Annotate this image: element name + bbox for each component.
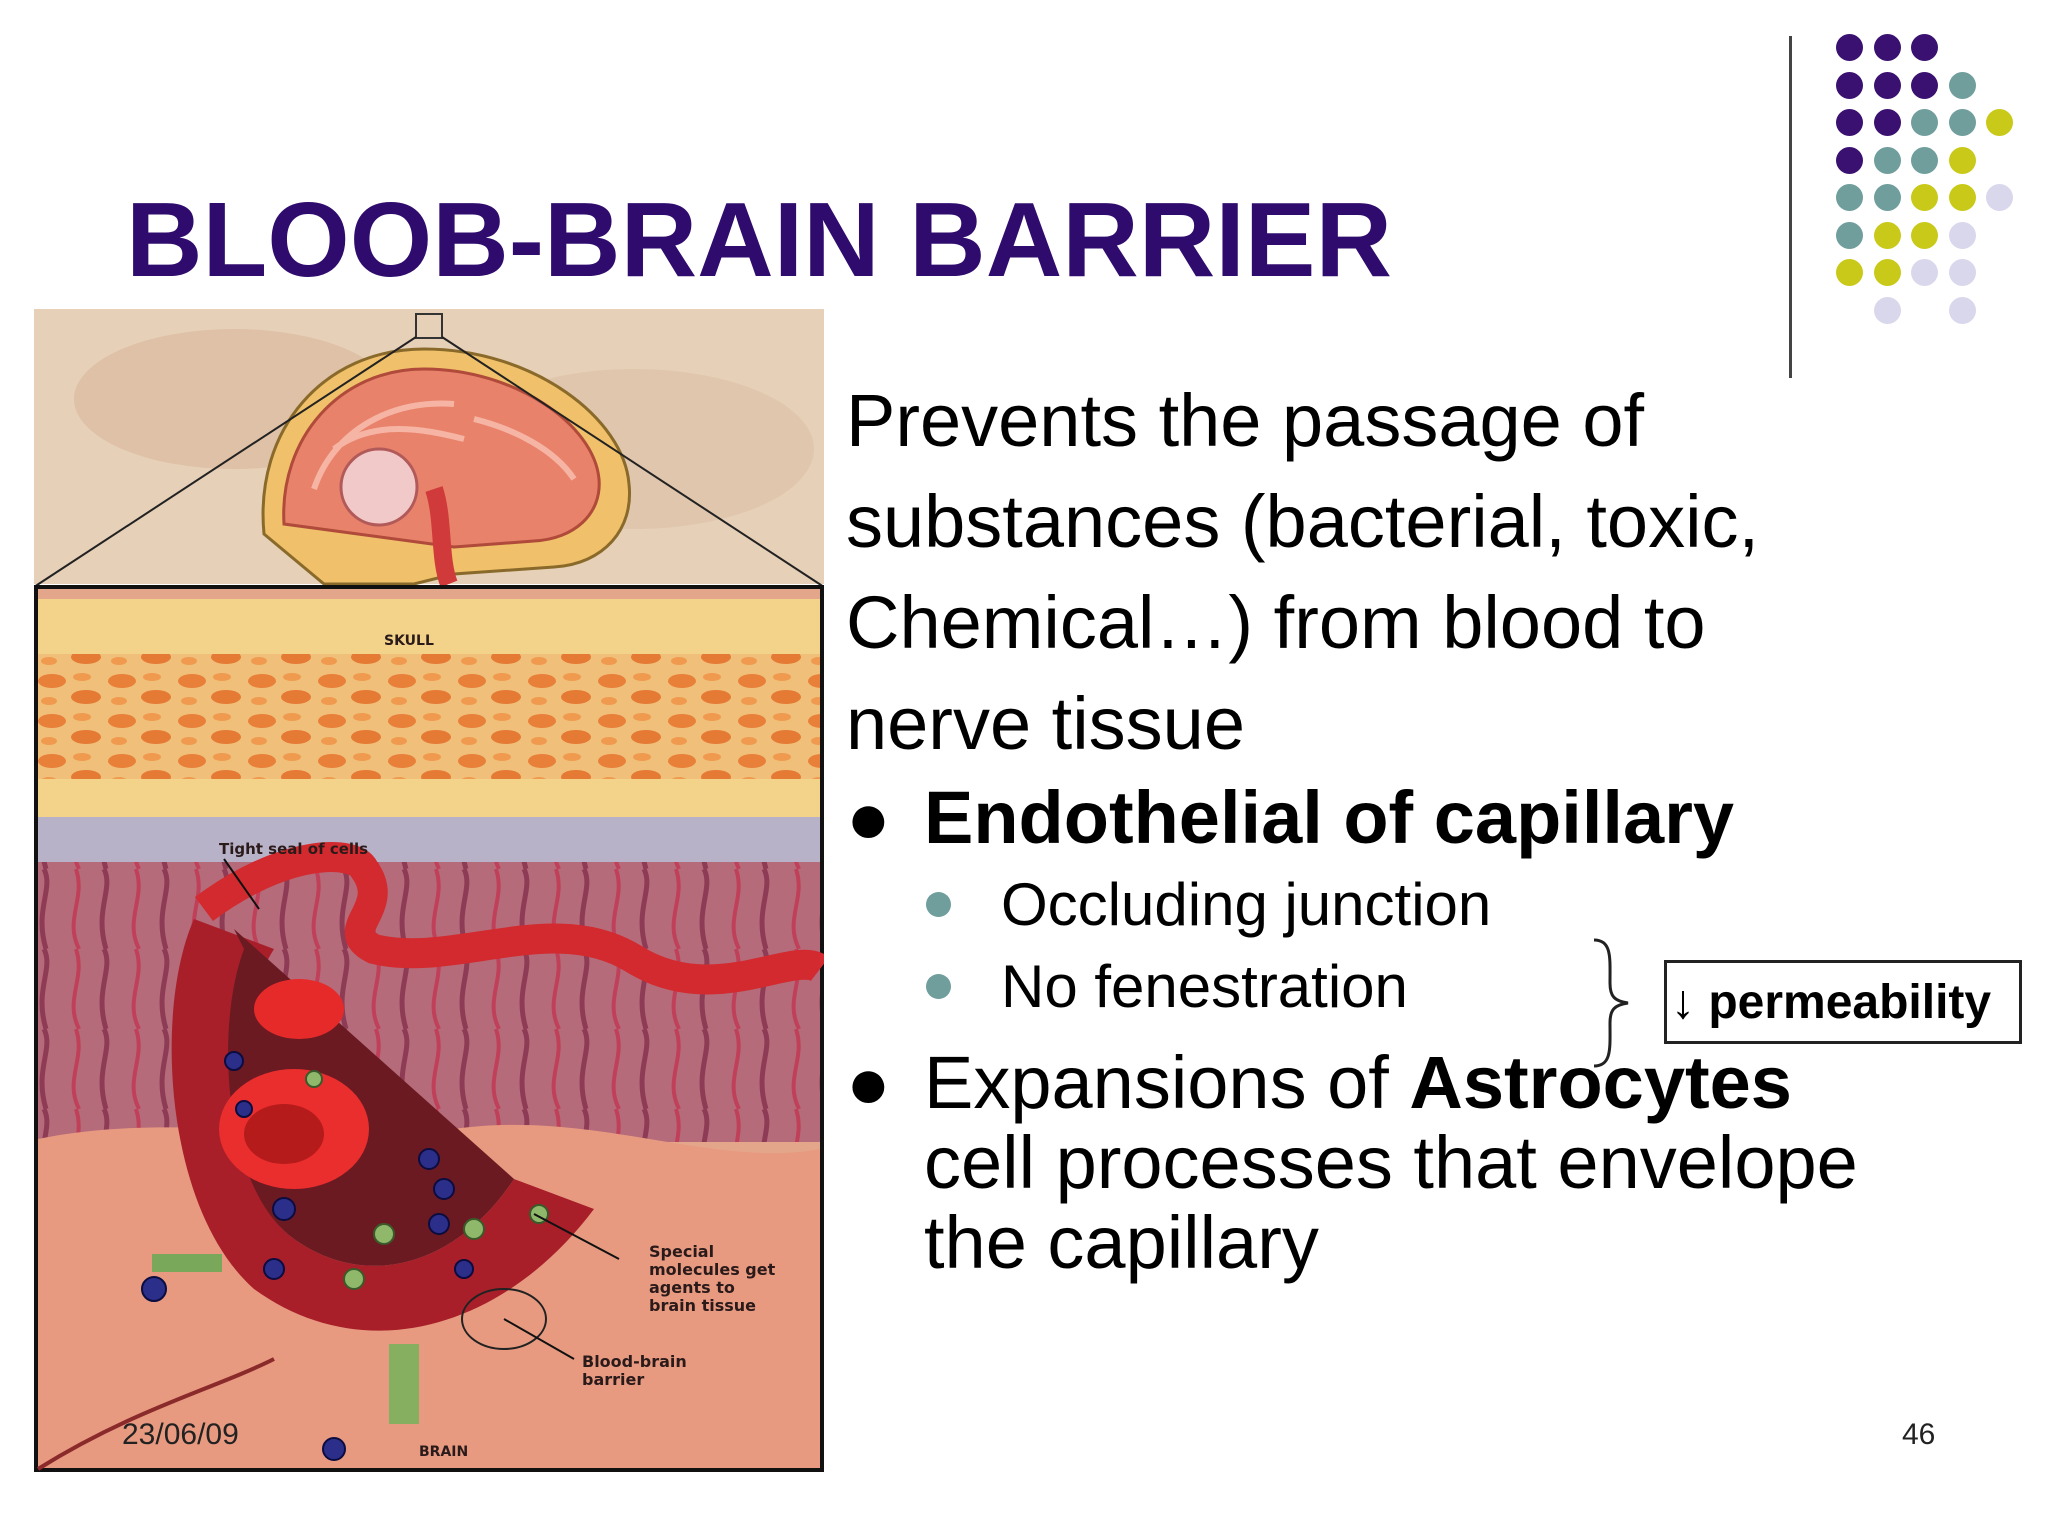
intro-line-2: substances (bacterial, toxic, — [846, 480, 1760, 563]
decorative-dot — [1911, 34, 1938, 61]
intro-paragraph: Prevents the passage of substances (bact… — [846, 370, 2026, 774]
decorative-dot — [1911, 184, 1938, 211]
bullet-icon: ● — [846, 1041, 891, 1124]
decorative-dot — [1986, 109, 2013, 136]
decorative-dot — [1911, 109, 1938, 136]
decorative-dot — [1836, 71, 1863, 99]
curly-brace — [1593, 938, 1629, 1068]
intro-line-1: Prevents the passage of — [846, 379, 1645, 462]
slide-number: 46 — [1902, 1418, 1936, 1451]
label-blood-brain-barrier: Blood-brain barrier — [582, 1352, 687, 1389]
bullet-astrocytes-line-3: the capillary — [924, 1201, 1319, 1284]
label-brain: BRAIN — [419, 1444, 468, 1460]
decorative-dot — [1873, 259, 1901, 286]
bullet-icon: ● — [846, 776, 891, 859]
subbullet-fenestration-text: No fenestration — [1001, 953, 1408, 1020]
bullet-astrocytes-line-1: Expansions of Astrocytes — [924, 1041, 1792, 1124]
decorative-dot — [1911, 259, 1938, 286]
decorative-dot — [1873, 109, 1901, 136]
decorative-dot — [1911, 71, 1938, 99]
decorative-dot — [1836, 184, 1863, 211]
svg-text:molecules get: molecules get — [649, 1260, 776, 1279]
decorative-dot — [1873, 146, 1901, 174]
intro-line-4: nerve tissue — [846, 682, 1245, 765]
decorative-dot — [1873, 34, 1901, 61]
svg-text:Blood-brain: Blood-brain — [582, 1352, 687, 1371]
decorative-dot — [1873, 184, 1901, 211]
bullet-astrocytes-line-2: cell processes that envelope — [924, 1121, 1858, 1204]
decorative-dot — [1836, 34, 1863, 61]
intro-line-3: Chemical…) from blood to — [846, 581, 1706, 664]
decorative-dot — [1948, 109, 1976, 136]
label-skull: SKULL — [384, 633, 434, 649]
brain-barrier-illustration: SKULL Tight seal of cells Special molecu… — [34, 309, 824, 1472]
slide-title: BLOOB-BRAIN BARRIER — [126, 181, 1393, 299]
permeability-box: ↓ permeability — [1664, 960, 2022, 1044]
decorative-dot — [1873, 71, 1901, 99]
decorative-dot — [1836, 221, 1863, 249]
decorative-dot — [1911, 221, 1938, 249]
svg-text:brain tissue: brain tissue — [649, 1296, 756, 1315]
decorative-dot — [1836, 146, 1863, 174]
label-special-molecules: Special molecules get agents to brain ti… — [649, 1242, 776, 1315]
svg-text:barrier: barrier — [582, 1370, 644, 1389]
decorative-dot — [1948, 296, 1976, 324]
decorative-dot — [1911, 146, 1938, 174]
decorative-dot — [1948, 221, 1976, 249]
svg-text:Special: Special — [649, 1242, 714, 1261]
decorative-dot — [1986, 184, 2013, 211]
slide-date: 23/06/09 — [122, 1418, 239, 1451]
svg-text:agents to: agents to — [649, 1278, 735, 1297]
decorative-dot — [1948, 71, 1976, 99]
decorative-dot — [1948, 184, 1976, 211]
decorative-dot — [1873, 296, 1901, 324]
decorative-dot — [1836, 109, 1863, 136]
vertical-divider — [1789, 36, 1792, 378]
decorative-dot — [1873, 221, 1901, 249]
subbullet-icon — [926, 892, 951, 917]
subbullet-icon — [926, 974, 951, 999]
bullet-endothelial-text: Endothelial of capillary — [924, 776, 1735, 859]
decorative-dot — [1836, 259, 1863, 286]
decorative-dot — [1948, 146, 1976, 174]
label-tight-seal: Tight seal of cells — [219, 840, 368, 858]
subbullet-occluding-text: Occluding junction — [1001, 871, 1492, 938]
decorative-dot — [1948, 259, 1976, 286]
